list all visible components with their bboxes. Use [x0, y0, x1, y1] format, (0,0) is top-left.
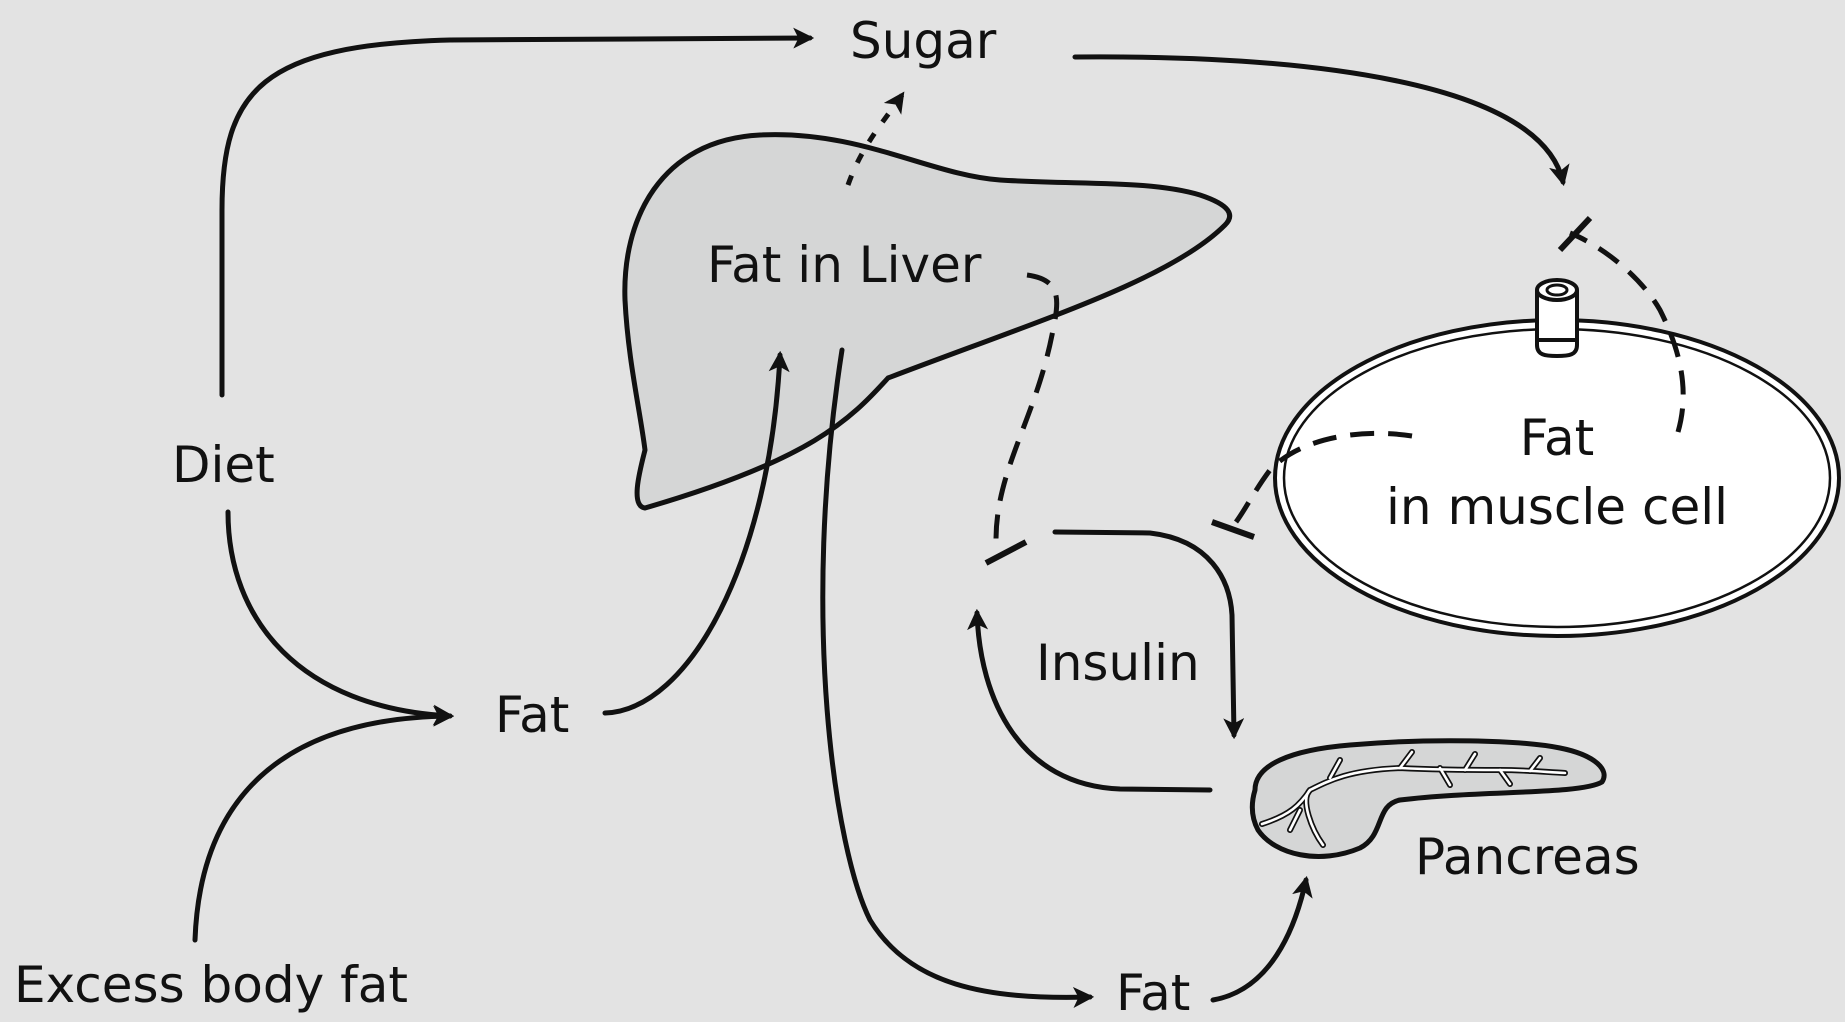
- label-pancreas: Pancreas: [1415, 832, 1640, 882]
- inhibition-bar-muscle-insulin: [1212, 522, 1254, 537]
- arrow-diet-to-fat: [228, 512, 450, 716]
- label-fat-muscle-line1: Fat: [1457, 413, 1657, 463]
- label-excess-body-fat: Excess body fat: [14, 960, 408, 1010]
- arrow-fat-to-pancreas: [1213, 880, 1306, 1000]
- liver-shape: [625, 135, 1230, 508]
- inhibition-bar-muscle-sugar: [1560, 218, 1590, 250]
- label-diet: Diet: [172, 440, 275, 490]
- label-fat-left: Fat: [495, 690, 569, 740]
- label-fat-in-liver: Fat in Liver: [707, 240, 981, 290]
- arrow-excess-fat-to-fat: [195, 716, 450, 940]
- label-fat-bottom: Fat: [1116, 968, 1190, 1018]
- label-insulin: Insulin: [1036, 638, 1200, 688]
- inhibition-bar-liver: [986, 542, 1026, 563]
- label-fat-muscle-line2: in muscle cell: [1357, 482, 1757, 532]
- arrow-sugar-to-muscle: [1075, 57, 1563, 182]
- label-sugar: Sugar: [850, 16, 996, 66]
